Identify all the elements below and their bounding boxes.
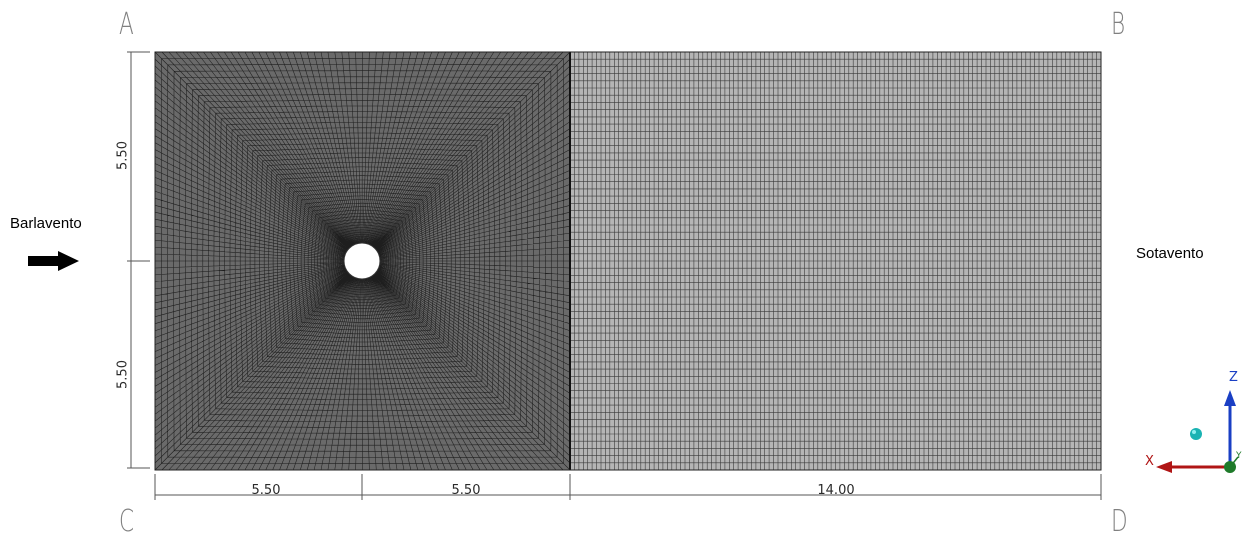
cylinder-hole [343,242,381,280]
axis-label-x: X [1145,454,1154,469]
dimension-bottom-2: 5.50 [451,483,481,498]
axis-label-z: Z [1229,370,1238,385]
corner-label-d: D [1111,504,1128,539]
windward-label: Barlavento [10,215,82,232]
corner-label-c: C [119,504,135,539]
dimension-bottom-1: 5.50 [251,483,281,498]
dimension-bottom-3: 14.00 [817,483,855,498]
dimension-left-upper: 5.50 [115,141,131,170]
leeward-label: Sotavento [1136,245,1204,262]
mesh-domain-border [154,51,1102,471]
mesh-o-grid-lines [154,51,571,471]
corner-label-a: A [119,7,134,42]
dimension-left-lower: 5.50 [115,360,131,389]
xyz-axis-triad-icon [1156,390,1239,473]
corner-label-b: B [1111,7,1126,42]
axis-label-y: Y [1236,451,1242,461]
mesh-wake-grid-lines [569,51,1102,471]
arrow-right-icon [28,251,79,271]
